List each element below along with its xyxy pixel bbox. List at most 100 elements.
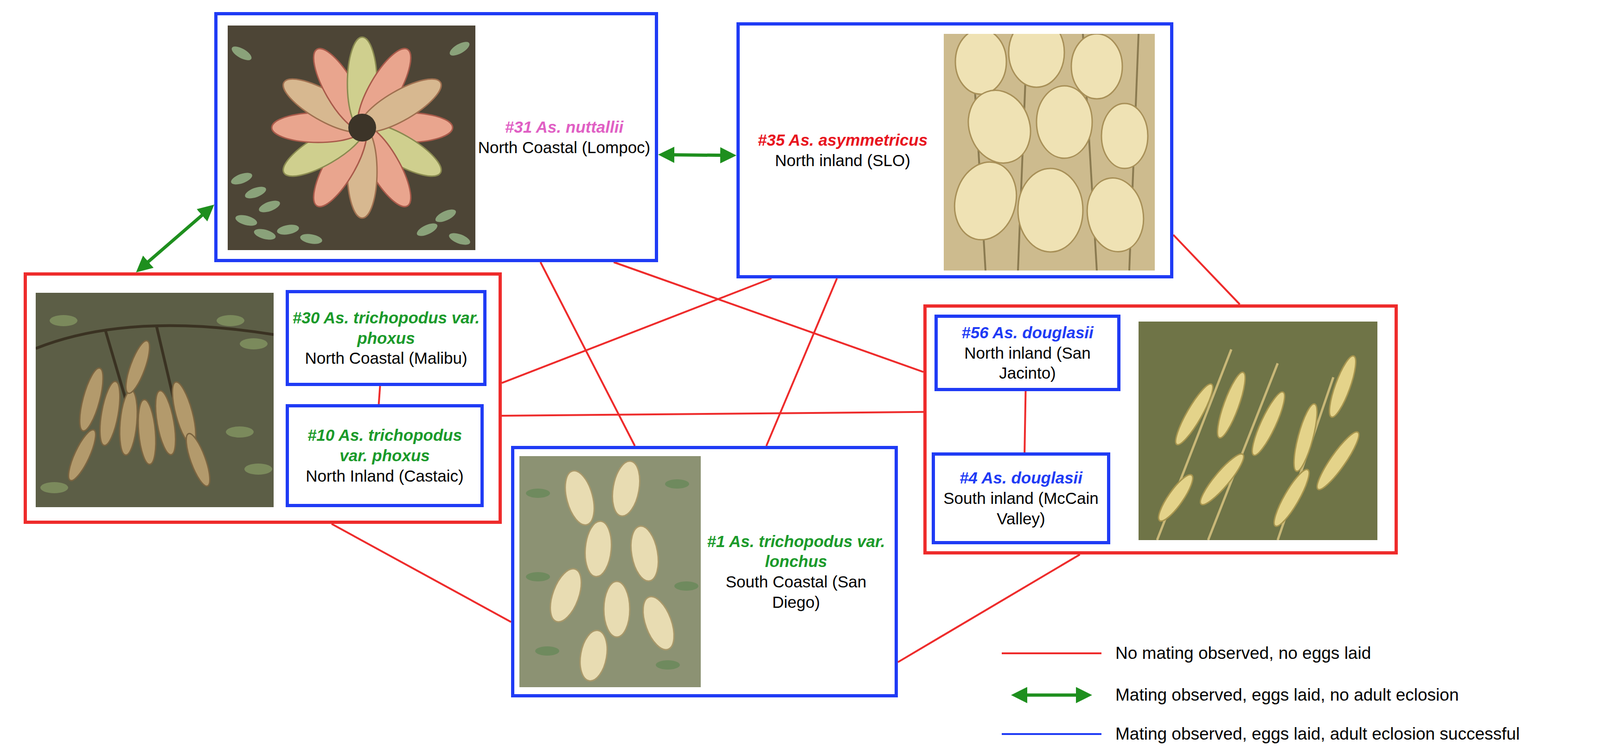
photo-shape bbox=[665, 479, 690, 489]
photo-shape bbox=[636, 592, 681, 654]
group-box: #30 As. trichopodus var. phoxusNorth Coa… bbox=[23, 272, 502, 524]
photo-shape bbox=[415, 220, 440, 239]
cross-line bbox=[540, 262, 635, 446]
photo-shape bbox=[627, 523, 663, 583]
photo-shape bbox=[35, 292, 274, 507]
photo-shape bbox=[1036, 85, 1093, 159]
photo-shape bbox=[121, 338, 154, 396]
group-box: #56 As. douglasiiNorth inland (San Jacin… bbox=[923, 304, 1398, 555]
photo-shape bbox=[447, 230, 472, 247]
plant-photo bbox=[35, 292, 274, 507]
text-column: #10 As. trichopodus var. phoxusNorth Inl… bbox=[291, 409, 478, 502]
photo-shape bbox=[544, 564, 588, 626]
legend-text: Mating observed, eggs laid, adult eclosi… bbox=[1115, 723, 1520, 745]
location-label: North Coastal (Malibu) bbox=[304, 347, 468, 369]
photo-shape bbox=[229, 43, 254, 63]
photo-shape bbox=[216, 314, 245, 327]
photo-shape bbox=[1170, 380, 1219, 448]
photo-shape bbox=[348, 113, 377, 142]
photo-shape bbox=[447, 38, 472, 58]
species-box: #30 As. trichopodus var. phoxusNorth Coa… bbox=[285, 289, 487, 386]
photo-shape bbox=[1208, 363, 1278, 540]
location-label: North inland (SLO) bbox=[774, 150, 911, 171]
photo-shape bbox=[544, 458, 681, 683]
species-name: #1 As. trichopodus var. lonchus bbox=[702, 531, 890, 572]
plant-photo bbox=[1138, 321, 1378, 540]
species-box: #10 As. trichopodus var. phoxusNorth Inl… bbox=[285, 403, 484, 507]
photo-shape bbox=[244, 463, 273, 475]
photo-shape bbox=[946, 17, 1150, 256]
photo-shape bbox=[1081, 173, 1150, 256]
photo-shape bbox=[608, 458, 644, 519]
photo-shape bbox=[525, 479, 699, 670]
photo-shape bbox=[35, 325, 274, 349]
species-name: #35 As. asymmetricus bbox=[757, 129, 928, 151]
cross-line bbox=[501, 278, 772, 383]
plant-photo bbox=[943, 17, 1155, 271]
photo-shape bbox=[535, 646, 560, 656]
photo-shape bbox=[63, 338, 215, 489]
text-column: #30 As. trichopodus var. phoxusNorth Coa… bbox=[291, 294, 481, 381]
species-box: #31 As. nuttalliiNorth Coastal (Lompoc) bbox=[214, 12, 659, 263]
species-box: #35 As. asymmetricusNorth inland (SLO) bbox=[736, 22, 1174, 279]
text-column: #1 As. trichopodus var. lonchusSouth Coa… bbox=[702, 455, 890, 687]
photo-shape bbox=[117, 389, 140, 456]
photo-shape bbox=[40, 481, 69, 493]
photo-shape bbox=[1212, 369, 1250, 441]
photo-shape bbox=[252, 226, 277, 242]
photo-shape bbox=[1312, 427, 1364, 493]
legend-text: Mating observed, eggs laid, no adult ecl… bbox=[1115, 684, 1459, 706]
cross-line bbox=[501, 411, 924, 416]
plant-photo bbox=[227, 25, 476, 250]
photo-shape bbox=[271, 37, 453, 218]
photo-shape bbox=[576, 627, 611, 683]
photo-shape bbox=[1008, 17, 1065, 88]
species-name: #56 As. douglasii bbox=[961, 322, 1094, 343]
text-column: #4 As. douglasiiSouth inland (McCain Val… bbox=[936, 456, 1106, 540]
photo-shape bbox=[35, 325, 274, 409]
photo-shape bbox=[276, 223, 301, 237]
text-column: #31 As. nuttalliiNorth Coastal (Lompoc) bbox=[477, 22, 652, 252]
species-box: #4 As. douglasiiSouth inland (McCain Val… bbox=[931, 452, 1111, 544]
cross-line bbox=[1024, 390, 1026, 453]
photo-shape bbox=[299, 232, 324, 246]
photo-shape bbox=[1153, 353, 1364, 530]
cross-line bbox=[331, 523, 512, 622]
photo-shape bbox=[946, 154, 1025, 247]
species-name: #31 As. nuttallii bbox=[505, 116, 624, 138]
location-label: North Coastal (Lompoc) bbox=[478, 137, 651, 158]
location-label: South Coastal (San Diego) bbox=[702, 571, 890, 613]
species-box: #1 As. trichopodus var. lonchusSouth Coa… bbox=[511, 445, 898, 698]
photo-shape bbox=[1289, 401, 1322, 473]
photo-shape bbox=[1195, 449, 1249, 509]
location-label: North Inland (Castaic) bbox=[305, 465, 464, 487]
cross-line bbox=[378, 385, 381, 404]
location-label: South inland (McCain Valley) bbox=[936, 487, 1106, 529]
legend-line-sample bbox=[1001, 732, 1102, 735]
species-name: #10 As. trichopodus var. phoxus bbox=[291, 424, 478, 466]
legend-arrow-sample bbox=[1020, 693, 1083, 697]
photo-shape bbox=[1268, 465, 1315, 530]
cross-line bbox=[766, 278, 837, 446]
species-box: #56 As. douglasiiNorth inland (San Jacin… bbox=[934, 314, 1121, 391]
photo-shape bbox=[63, 426, 101, 484]
photo-shape bbox=[234, 212, 259, 228]
photo-shape bbox=[1138, 321, 1378, 540]
photo-shape bbox=[243, 184, 268, 201]
photo-shape bbox=[227, 25, 476, 250]
photo-shape bbox=[519, 455, 701, 687]
photo-shape bbox=[49, 314, 78, 327]
photo-shape bbox=[674, 581, 699, 591]
location-label: North inland (San Jacinto) bbox=[939, 342, 1116, 384]
photo-shape bbox=[181, 430, 215, 489]
photo-shape bbox=[1071, 33, 1123, 99]
photo-shape bbox=[225, 426, 254, 438]
photo-shape bbox=[582, 519, 614, 578]
photo-shape bbox=[257, 198, 282, 215]
photo-shape bbox=[1153, 470, 1198, 525]
photo-shape bbox=[559, 467, 600, 528]
